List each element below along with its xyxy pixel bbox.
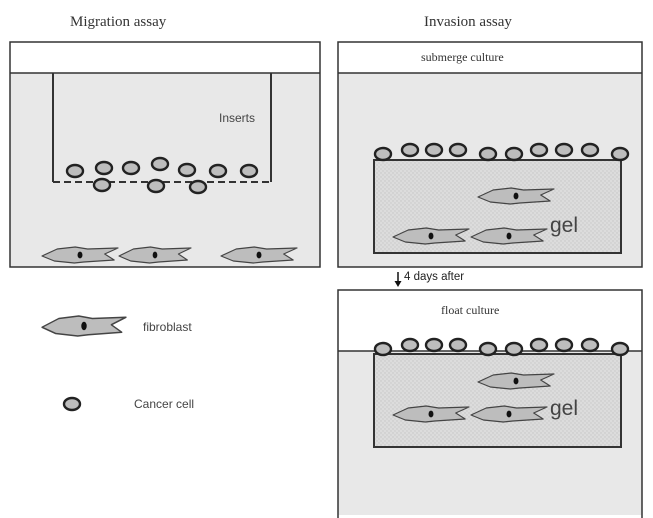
float-culture-label: float culture bbox=[441, 303, 499, 318]
gel-label-submerge: gel bbox=[550, 214, 578, 238]
migration-assay-title: Migration assay bbox=[70, 14, 166, 31]
gel-label-float: gel bbox=[550, 397, 578, 421]
submerge-panel bbox=[338, 42, 642, 267]
migration-panel bbox=[10, 42, 320, 267]
invasion-assay-title: Invasion assay bbox=[424, 14, 512, 31]
fibroblast-legend-label: fibroblast bbox=[143, 320, 192, 334]
float-gel-block bbox=[374, 354, 621, 447]
float-panel bbox=[338, 290, 642, 518]
cancer-cell-legend-label: Cancer cell bbox=[134, 397, 194, 411]
migration-fibroblasts bbox=[42, 247, 297, 263]
four-days-after-label: 4 days after bbox=[404, 271, 464, 283]
fibroblast-legend-icon bbox=[42, 316, 126, 336]
inserts-label: Inserts bbox=[219, 111, 255, 125]
cancer-cell-legend-icon bbox=[64, 398, 80, 410]
down-arrow-icon bbox=[395, 272, 402, 287]
submerge-culture-label: submerge culture bbox=[421, 50, 504, 65]
